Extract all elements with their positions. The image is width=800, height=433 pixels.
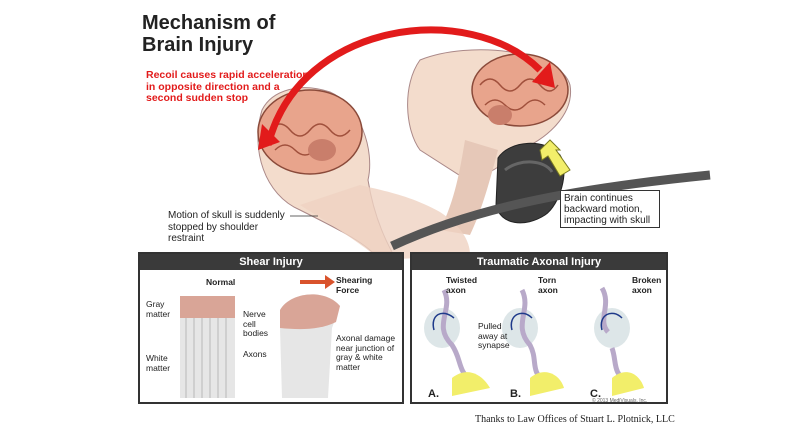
letter-b: B. xyxy=(510,388,521,400)
recoil-arrow xyxy=(264,26,543,146)
white-matter-label: White matter xyxy=(146,353,171,373)
shear-panel-heading: Shear Injury xyxy=(140,254,402,270)
axons-label: Axons xyxy=(243,349,267,359)
axonal-panel-heading: Traumatic Axonal Injury xyxy=(412,254,666,270)
pulled-away-label: Pulled away at synapse xyxy=(478,321,510,350)
nerve-cell-bodies-label: Nerve cell bodies xyxy=(243,309,269,338)
shear-injury-panel: Shear Injury Normal Shearing Force Gray … xyxy=(138,252,404,404)
letter-a: A. xyxy=(428,388,439,400)
recoil-arrowhead-right xyxy=(532,62,555,88)
shearing-force-label: Shearing Force xyxy=(336,275,373,295)
brain-continues-callout: Brain continues backward motion, impacti… xyxy=(560,190,660,228)
impact-arrow xyxy=(539,139,571,177)
page-title: Mechanism of Brain Injury xyxy=(142,12,275,56)
seat-belt xyxy=(390,170,711,251)
torso xyxy=(300,185,470,260)
title-line-2: Brain Injury xyxy=(142,34,254,56)
recoil-arrowhead-left xyxy=(258,124,280,150)
normal-label: Normal xyxy=(206,277,236,287)
shearing-force-arrow xyxy=(300,275,335,289)
motion-caption: Motion of skull is suddenly stopped by s… xyxy=(168,210,285,244)
traumatic-axonal-injury-panel: Traumatic Axonal Injury Twisted axon Tor… xyxy=(410,252,668,404)
torn-axon-label: Torn axon xyxy=(538,275,558,295)
title-line-1: Mechanism of xyxy=(142,12,276,34)
gray-matter-label: Gray matter xyxy=(146,299,171,319)
broken-axon-label: Broken axon xyxy=(632,275,662,295)
recoil-caption: Recoil causes rapid acceleration in oppo… xyxy=(146,69,309,104)
axon-illustration xyxy=(424,286,644,396)
axonal-damage-label: Axonal damage near junction of gray & wh… xyxy=(336,333,396,372)
shear-illustration xyxy=(180,275,340,398)
copyright: © 2013 MediVisuals, Inc. xyxy=(592,398,648,404)
twisted-axon-label: Twisted axon xyxy=(446,275,478,295)
footer-credit: Thanks to Law Offices of Stuart L. Plotn… xyxy=(475,414,675,425)
letter-c: C. xyxy=(590,388,601,400)
